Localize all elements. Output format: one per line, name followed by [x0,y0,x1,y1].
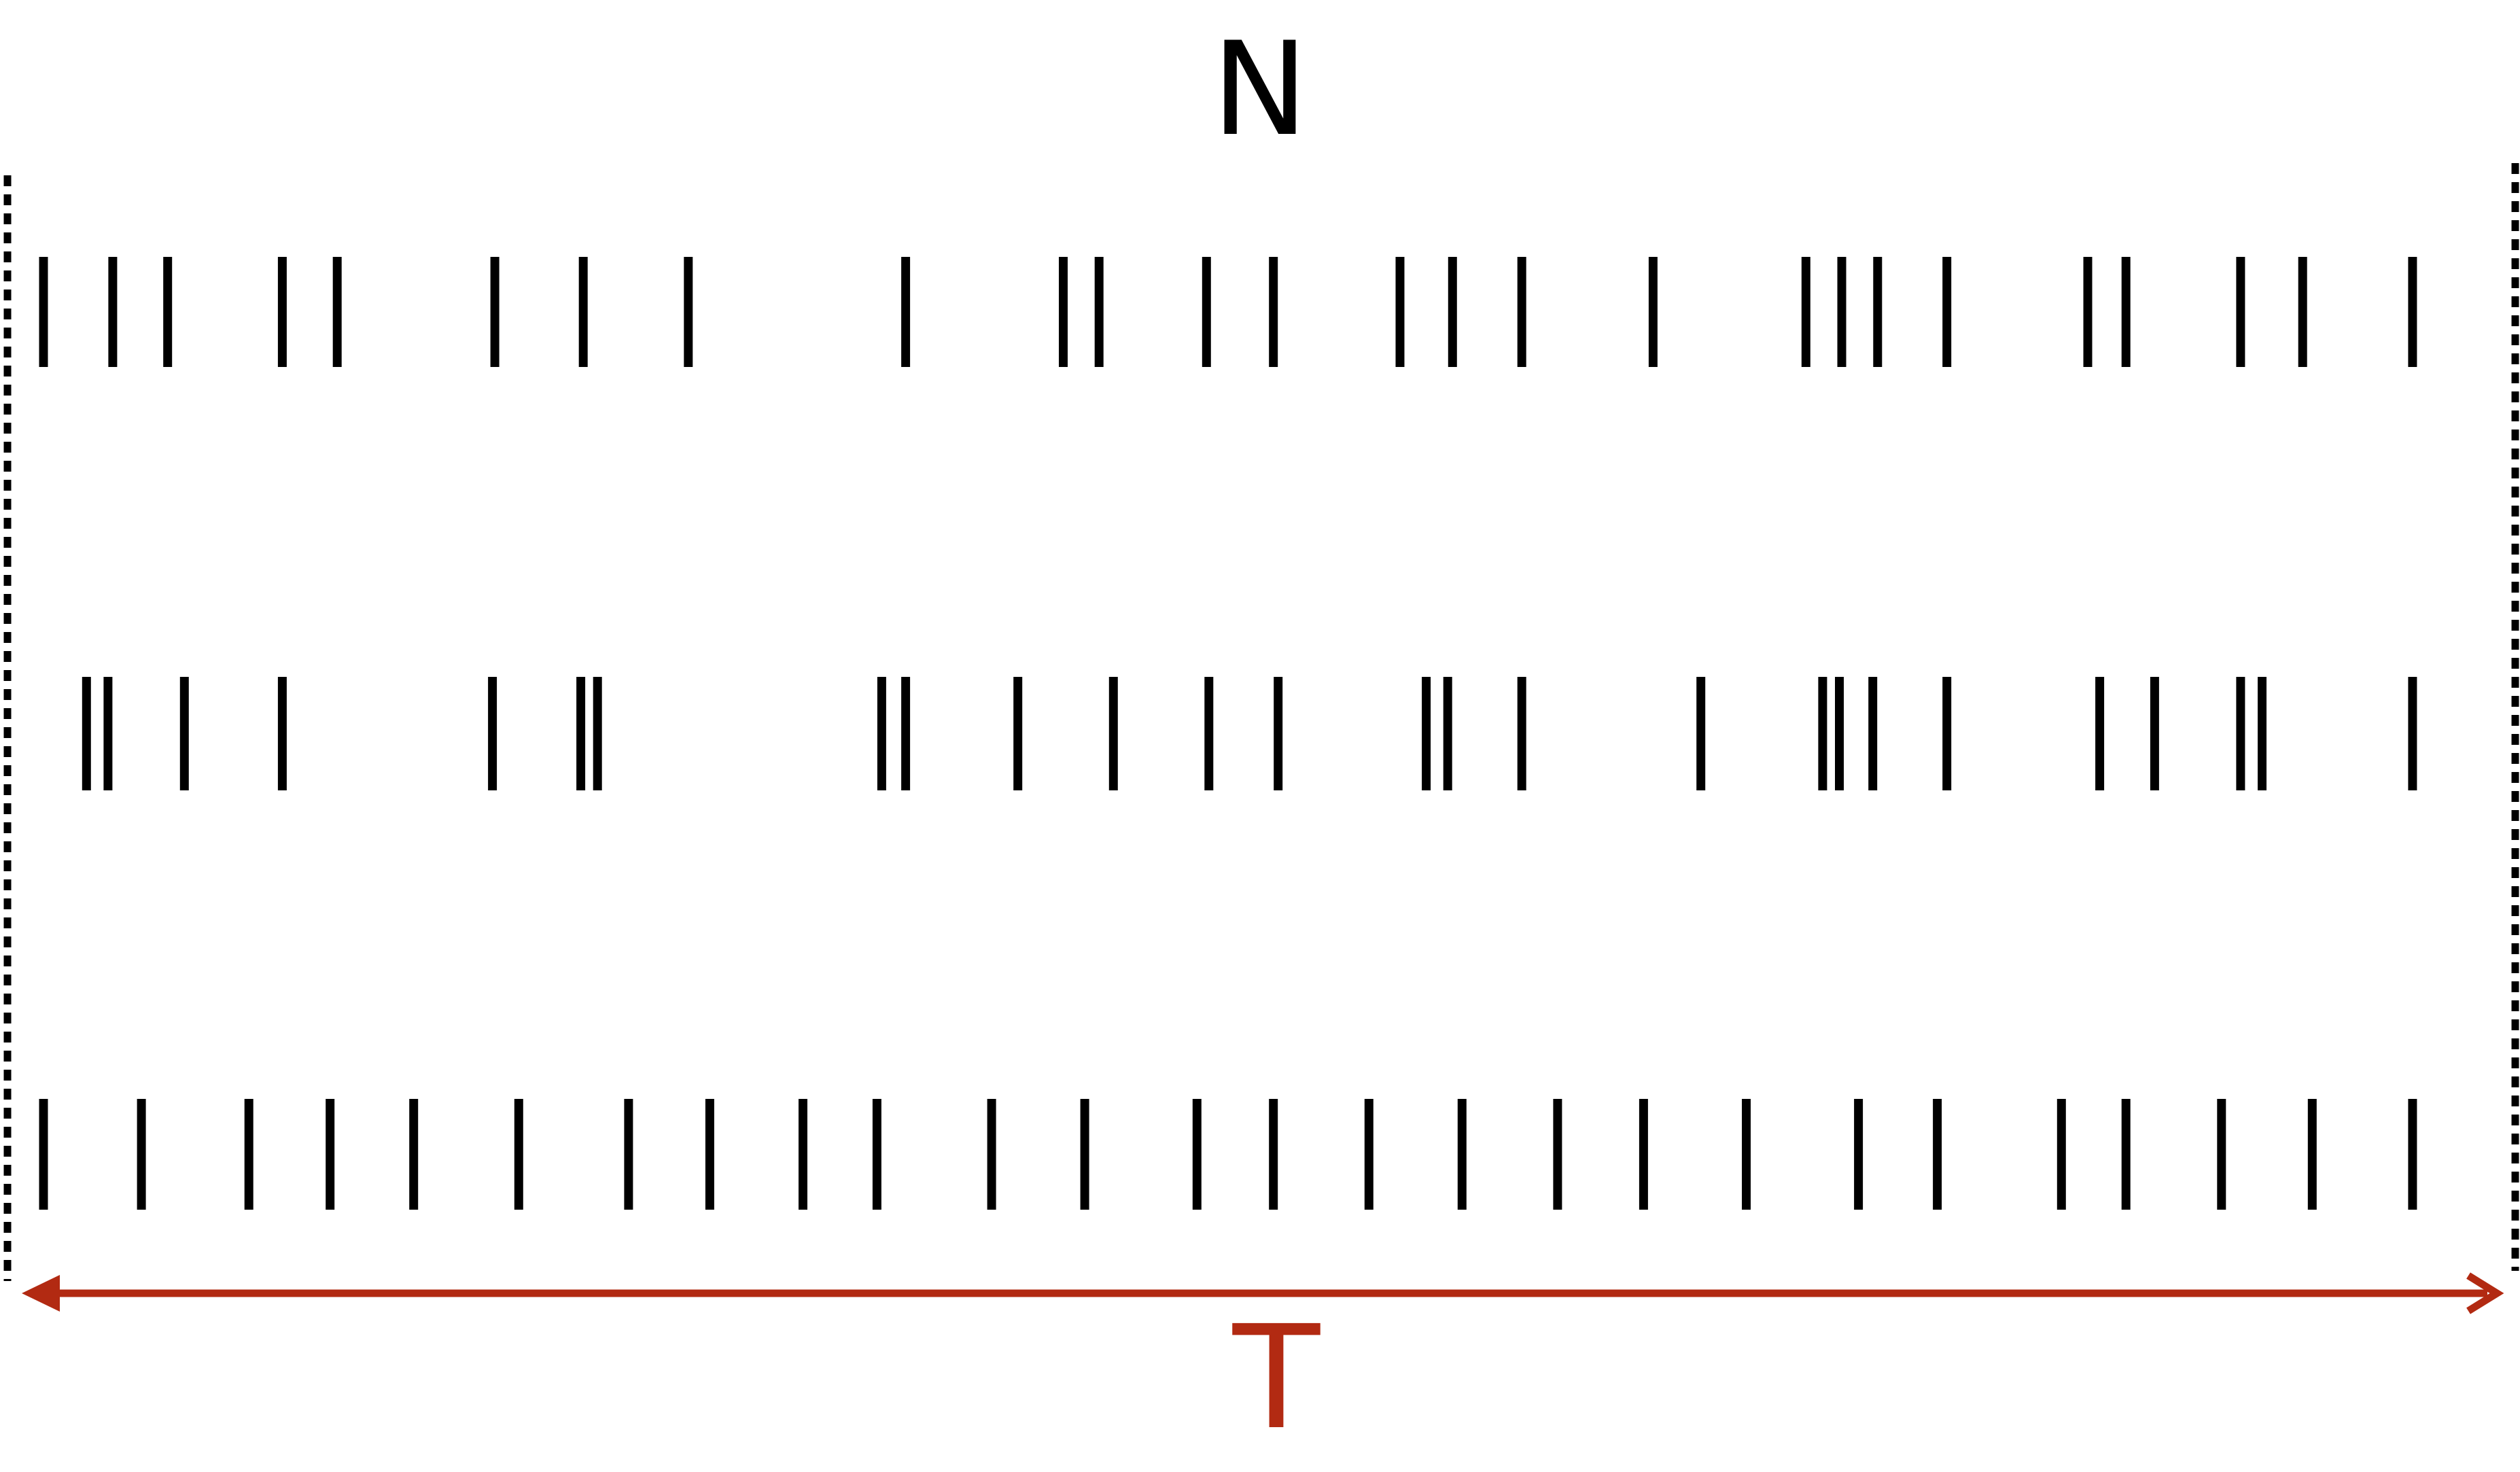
duration-label: T [1232,1295,1320,1461]
count-label: N [1212,14,1308,164]
duration-arrow [22,1272,2504,1314]
spike-train-2 [82,677,2417,790]
duration-arrow-left-head [22,1275,60,1312]
spike-train-3 [39,1099,2417,1210]
spike-train-1 [39,257,2417,367]
spike-trains [39,257,2417,1210]
duration-arrow-right-head [2466,1272,2504,1314]
